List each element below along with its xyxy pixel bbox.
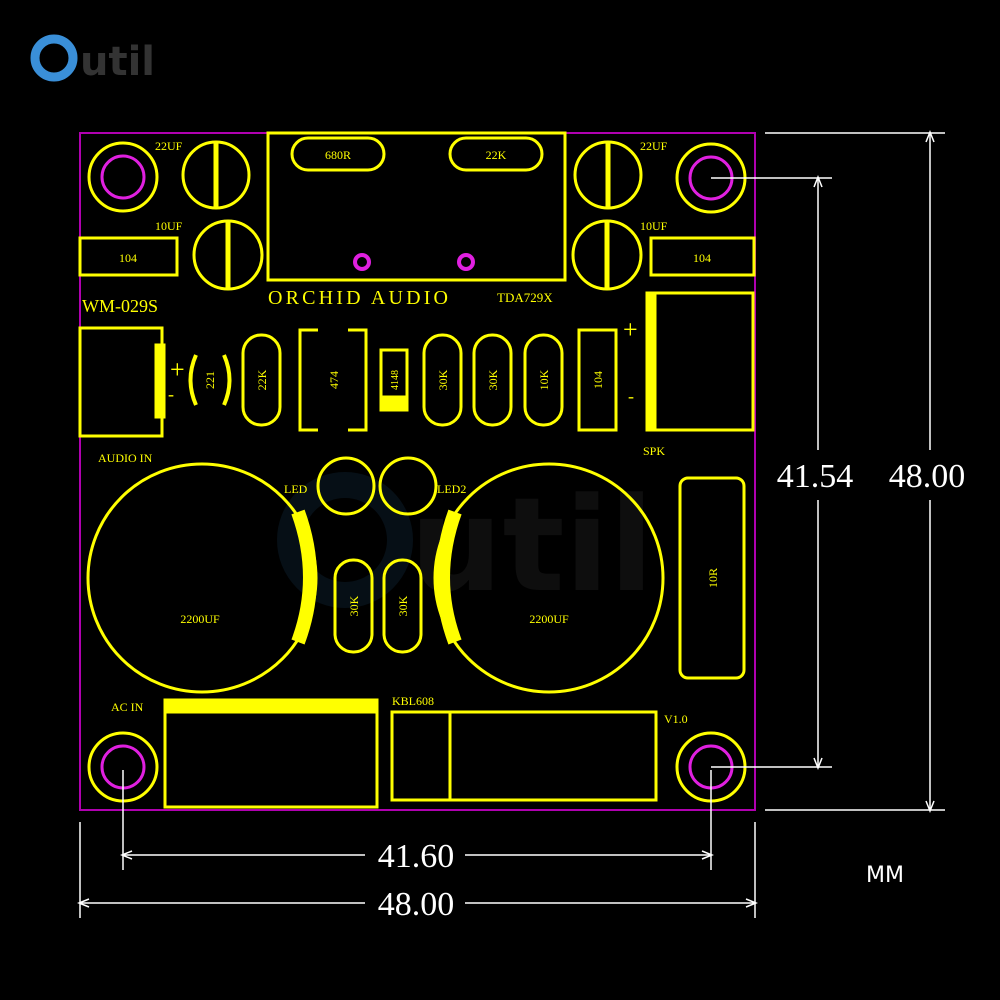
dim-board-width: 48.00 bbox=[378, 886, 455, 923]
label-30k-b: 30K bbox=[486, 369, 500, 390]
label-version: V1.0 bbox=[664, 712, 688, 726]
speaker-connector bbox=[645, 291, 755, 432]
cap-104-left bbox=[78, 236, 179, 277]
res-22k bbox=[241, 333, 282, 427]
label-2200uf-right: 2200UF bbox=[529, 612, 569, 626]
label-30k-c: 30K bbox=[347, 595, 361, 616]
bridge-rectifier bbox=[390, 710, 658, 802]
label-audio-in: AUDIO IN bbox=[98, 451, 153, 465]
label-474: 474 bbox=[327, 371, 341, 389]
label-led2: LED2 bbox=[437, 482, 466, 496]
label-104-right: 104 bbox=[693, 251, 711, 265]
cap-22uf-left bbox=[181, 140, 251, 210]
label-22uf-left: 22UF bbox=[155, 139, 183, 153]
silkscreen-text: 22UF 10UF 22UF 10UF 104 104 680R 22K ORC… bbox=[82, 139, 720, 726]
pads bbox=[353, 253, 475, 271]
cap-2200uf-left bbox=[86, 462, 318, 694]
label-plus-in: + bbox=[170, 355, 185, 384]
logo-o-icon bbox=[30, 34, 78, 82]
brand-logo: util bbox=[30, 34, 155, 85]
mount-hole-top-left bbox=[87, 141, 159, 213]
res-10r bbox=[678, 476, 746, 680]
label-10uf-left: 10UF bbox=[155, 219, 183, 233]
cap-104-mid bbox=[577, 328, 618, 432]
cap-474 bbox=[298, 328, 368, 432]
res-30k-c bbox=[333, 558, 374, 654]
logo-text: util bbox=[80, 39, 155, 85]
dimension-labels: 41.60 48.00 41.54 48.00 MM bbox=[378, 458, 966, 923]
label-221: 221 bbox=[203, 371, 217, 389]
ac-in-connector bbox=[163, 698, 379, 809]
label-model: WM-029S bbox=[82, 296, 158, 316]
label-22uf-right: 22UF bbox=[640, 139, 668, 153]
cap-104-right bbox=[649, 236, 756, 277]
dim-board-height: 48.00 bbox=[889, 458, 966, 495]
cap-10uf-right bbox=[571, 219, 643, 291]
watermark: util bbox=[277, 469, 654, 621]
silkscreen-layer bbox=[78, 131, 756, 809]
dimension-lines bbox=[80, 133, 945, 918]
label-30k-a: 30K bbox=[436, 369, 450, 390]
label-minus-in: - bbox=[168, 384, 174, 404]
cap-22uf-right bbox=[573, 140, 643, 210]
label-10uf-right: 10UF bbox=[640, 219, 668, 233]
led-2 bbox=[378, 456, 438, 516]
dim-hole-spacing-v: 41.54 bbox=[777, 458, 854, 495]
dim-hole-spacing-h: 41.60 bbox=[378, 838, 455, 875]
label-10k: 10K bbox=[537, 369, 551, 390]
label-4148: 4148 bbox=[390, 370, 401, 390]
label-plus-spk: + bbox=[623, 315, 638, 344]
label-spk: SPK bbox=[643, 444, 665, 458]
led-1 bbox=[316, 456, 376, 516]
cap-221 bbox=[188, 354, 232, 406]
res-10k bbox=[523, 333, 564, 427]
label-led1: LED bbox=[284, 482, 308, 496]
res-30k-a bbox=[422, 333, 463, 427]
label-22k: 22K bbox=[255, 369, 269, 390]
label-bridge: KBL608 bbox=[392, 694, 434, 708]
label-chip: TDA729X bbox=[497, 290, 553, 305]
pad-left bbox=[353, 253, 371, 271]
res-30k-d bbox=[382, 558, 423, 654]
label-minus-spk: - bbox=[628, 386, 634, 406]
res-30k-b bbox=[472, 333, 513, 427]
cap-2200uf-right bbox=[433, 462, 665, 694]
label-22k-top: 22K bbox=[486, 148, 507, 162]
label-10r: 10R bbox=[706, 568, 720, 588]
res-680r bbox=[290, 136, 386, 172]
pad-right bbox=[457, 253, 475, 271]
label-2200uf-left: 2200UF bbox=[180, 612, 220, 626]
label-104-mid: 104 bbox=[591, 371, 605, 389]
cap-10uf-left bbox=[192, 219, 264, 291]
label-104-left: 104 bbox=[119, 251, 137, 265]
ic-heatsink-area bbox=[266, 131, 567, 282]
audio-in-connector bbox=[78, 326, 164, 438]
label-30k-d: 30K bbox=[396, 595, 410, 616]
label-maker: ORCHID AUDIO bbox=[268, 287, 448, 309]
label-680r: 680R bbox=[325, 148, 351, 162]
res-22k-top bbox=[448, 136, 544, 172]
label-ac-in: AC IN bbox=[111, 700, 144, 714]
dim-unit: MM bbox=[866, 863, 904, 888]
